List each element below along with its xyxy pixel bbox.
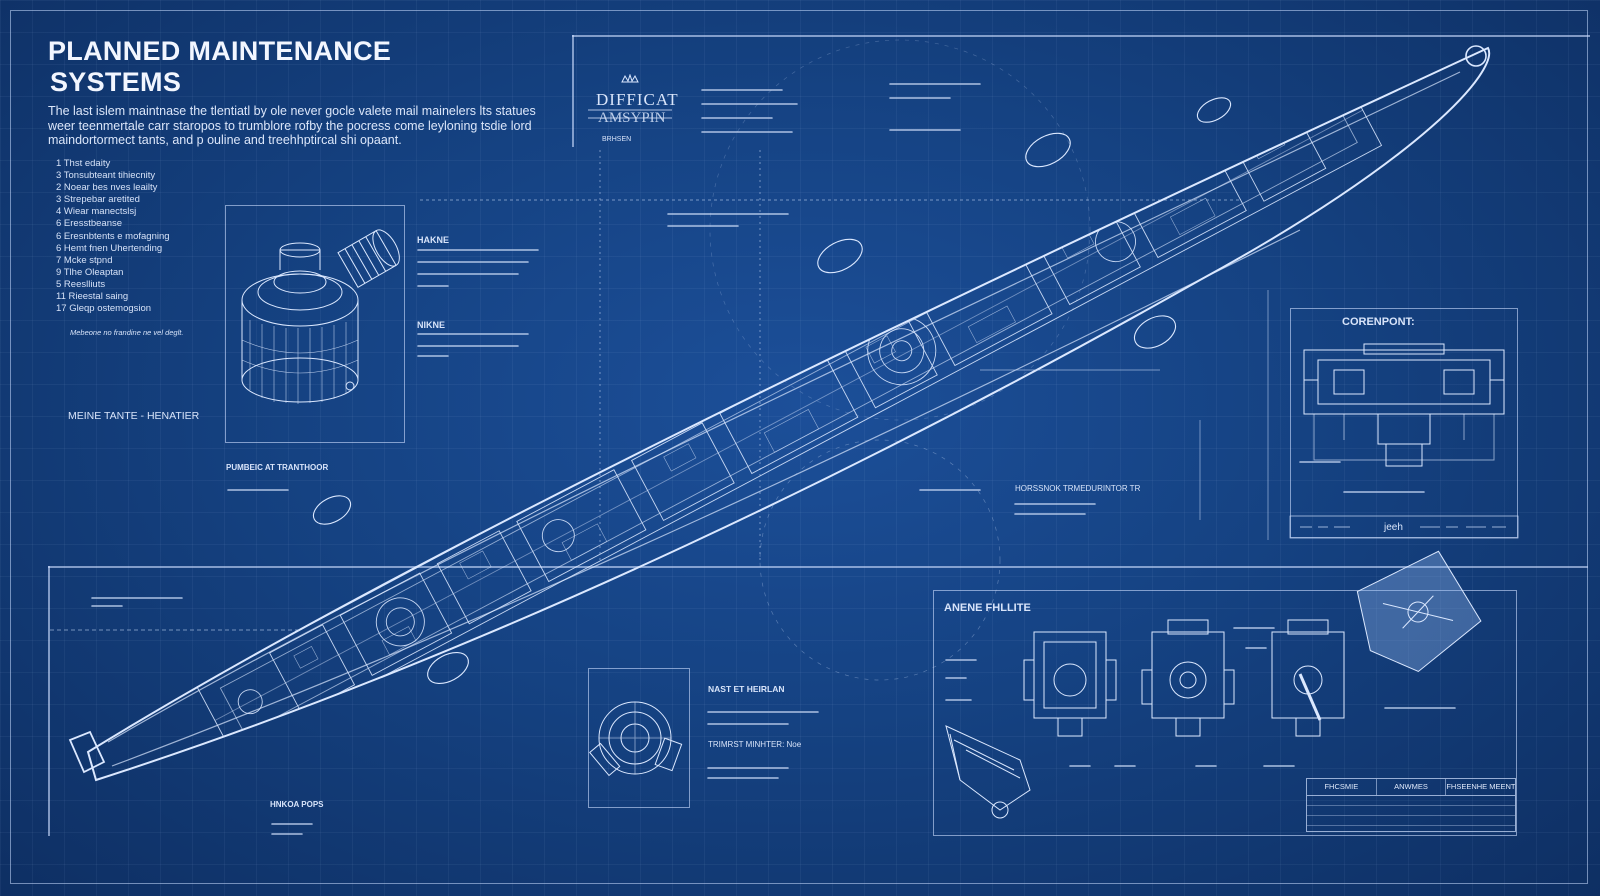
engine-label: HAKNE xyxy=(417,235,450,245)
list-item: 1 Thst edaity xyxy=(56,158,111,169)
ship-hull xyxy=(68,45,1491,782)
list-item: 7 Mcke stpnd xyxy=(56,254,113,266)
list-item: 6 Eresstbeanse xyxy=(56,218,123,230)
title-block-row xyxy=(1307,806,1515,816)
title-block-header-cell: FHCSMIE xyxy=(1307,779,1377,795)
list-item: 3 Tonsubteant tihiecnity xyxy=(56,170,156,182)
propeller-hub-detail xyxy=(589,701,683,777)
list-item: 6 Eresnbtents e mofagning xyxy=(56,230,170,242)
component-footer-label: jeeh xyxy=(1384,522,1403,533)
page-title: PLANNED MAINTENANCE SYSTEMS xyxy=(48,36,468,98)
list-item: 3 Strepebar aretited xyxy=(56,194,140,206)
list-item: 11 Rieestal saing xyxy=(56,291,129,303)
title-line-1: PLANNED MAINTENANCE xyxy=(48,36,392,66)
crown-icon xyxy=(588,73,672,119)
logo-divider xyxy=(572,35,574,147)
deck-equipment xyxy=(312,97,1232,684)
component-panel-box xyxy=(1290,308,1518,538)
assembly-unit-1 xyxy=(1023,631,1117,737)
outer-frame xyxy=(10,10,1588,884)
engine-label-2: NIKNE xyxy=(417,320,446,330)
list-item: 9 Tlhe Oleaptan xyxy=(56,266,124,278)
section-label: MEINE TANTE - HENATIER xyxy=(68,410,200,422)
title-block-header: FHCSMIE ANWMES FHSEENHE MEENT xyxy=(1307,779,1515,796)
assembly-unit-2 xyxy=(1141,619,1235,737)
assembly-unit-3 xyxy=(1271,619,1345,737)
intro-line: maindortormect tants, and p ouline and t… xyxy=(48,133,402,147)
assembly-panel-title: ANENE FHLLITE xyxy=(944,602,1031,614)
bottom-detail-label-2: TRIMRST MINHTER: Noe xyxy=(708,740,802,749)
list-item: 2 Noear bes nves leailty xyxy=(56,182,158,194)
list-item: 6 Hemt fnen Uhertending xyxy=(56,242,163,254)
title-block-header-cell: FHSEENHE MEENT xyxy=(1446,782,1516,791)
assembly-panel-box xyxy=(933,590,1517,836)
component-panel-title: CORENPONT: xyxy=(1342,316,1415,328)
intro-paragraph: The last islem maintnase the tlentiatl b… xyxy=(48,104,548,148)
logo-caption: BRHSEN xyxy=(602,136,632,143)
list-note: Mebeone no frandine ne vel deglt. xyxy=(70,328,184,337)
interior-compartments xyxy=(195,74,1383,757)
bottom-detail-box xyxy=(588,668,690,808)
stern-cap xyxy=(68,730,106,774)
engine-cylinder-detail xyxy=(241,229,400,404)
lower-left-rule xyxy=(48,566,50,836)
bottom-detail-label: NAST ET HEIRLAN xyxy=(708,684,785,694)
list-item: 4 Wiear manectslsj xyxy=(56,206,137,218)
title-block-row xyxy=(1307,816,1515,826)
intro-line: weer teenmertale carr staropos to trumbl… xyxy=(48,118,532,133)
maintenance-list: 1 Thst edaity 3 Tonsubteant tihiecnity 2… xyxy=(56,158,170,315)
logo-line-1: DIFFICAT xyxy=(596,90,679,109)
lower-left-label: PUMBEIC AT TRANTHOOR xyxy=(226,463,329,472)
list-item: 5 Reeslliuts xyxy=(56,278,106,290)
brand-logo: DIFFICAT AMSYPIN BRHSEN xyxy=(580,73,680,144)
assembly-units xyxy=(945,550,1482,819)
engine-detail-box xyxy=(225,205,405,443)
title-block-table: FHCSMIE ANWMES FHSEENHE MEENT xyxy=(1306,778,1516,832)
logo-line-2: AMSYPIN xyxy=(598,110,666,126)
list-item: 17 Gleqp ostemogsion xyxy=(56,303,152,315)
dimension-lines xyxy=(50,39,1269,681)
component-footer-strip xyxy=(1289,515,1519,539)
bow-cap xyxy=(1465,45,1487,67)
center-label: HORSSNOK TRMEDURINTOR TR xyxy=(1015,484,1141,493)
intro-line: The last islem maintnase the tlentiatl b… xyxy=(48,104,536,118)
title-line-2: SYSTEMS xyxy=(50,67,182,97)
bottom-left-label: HNKOA POPS xyxy=(270,800,324,809)
crane-arm-detail xyxy=(945,725,1031,819)
shaded-component xyxy=(1356,550,1482,673)
title-block-header-cell: ANWMES xyxy=(1377,779,1447,795)
component-detail-drawing xyxy=(1303,343,1505,467)
title-block-row xyxy=(1307,796,1515,806)
